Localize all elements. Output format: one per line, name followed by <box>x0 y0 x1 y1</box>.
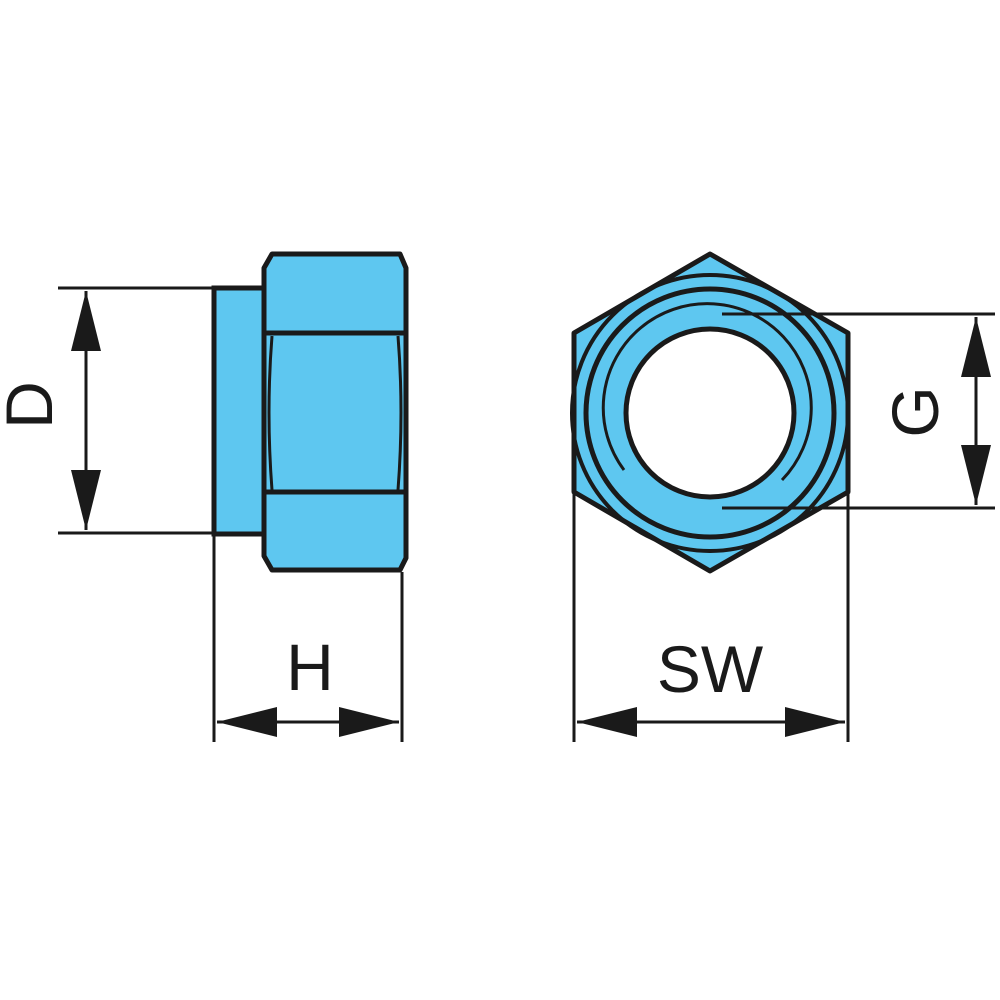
outer-bearing-circle <box>570 273 850 553</box>
nut-collar <box>211 285 267 537</box>
h-label: H <box>286 630 334 704</box>
thread-arc <box>601 302 813 482</box>
g-label: G <box>878 386 952 437</box>
sw-label: SW <box>657 632 764 706</box>
dimension-d: D <box>0 286 214 535</box>
front-view <box>570 251 851 574</box>
hex-face-curve-right <box>396 335 403 491</box>
nut-hex-body-side <box>261 251 409 573</box>
thread-major-circle <box>583 286 837 540</box>
dimension-h: H <box>212 536 404 742</box>
side-view <box>211 251 409 573</box>
dimension-g: G <box>722 312 995 510</box>
hex-face-curve-left <box>267 335 274 491</box>
d-label: D <box>0 381 66 429</box>
bore-hole <box>623 326 797 500</box>
dimension-sw: SW <box>572 494 850 742</box>
